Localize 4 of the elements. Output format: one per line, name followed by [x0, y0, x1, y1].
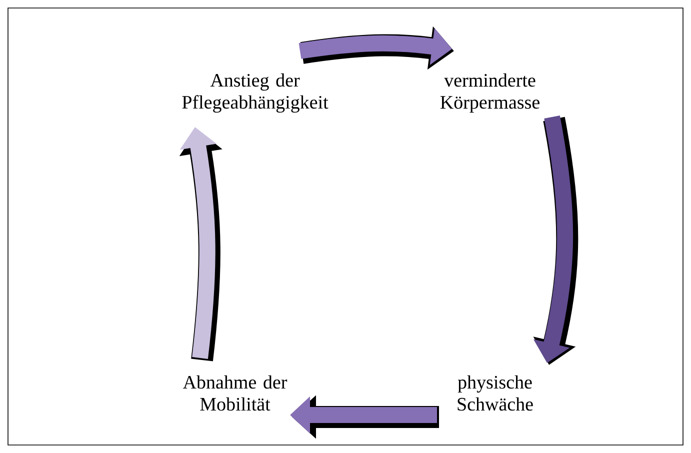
- node-label: Abnahme der Mobilität: [182, 375, 288, 411]
- node-label: verminderte Körpermasse: [440, 73, 540, 113]
- node-label: Anstieg der Pflegeabhängigkeit: [182, 73, 328, 113]
- node-label: physische Schwäche: [458, 375, 533, 411]
